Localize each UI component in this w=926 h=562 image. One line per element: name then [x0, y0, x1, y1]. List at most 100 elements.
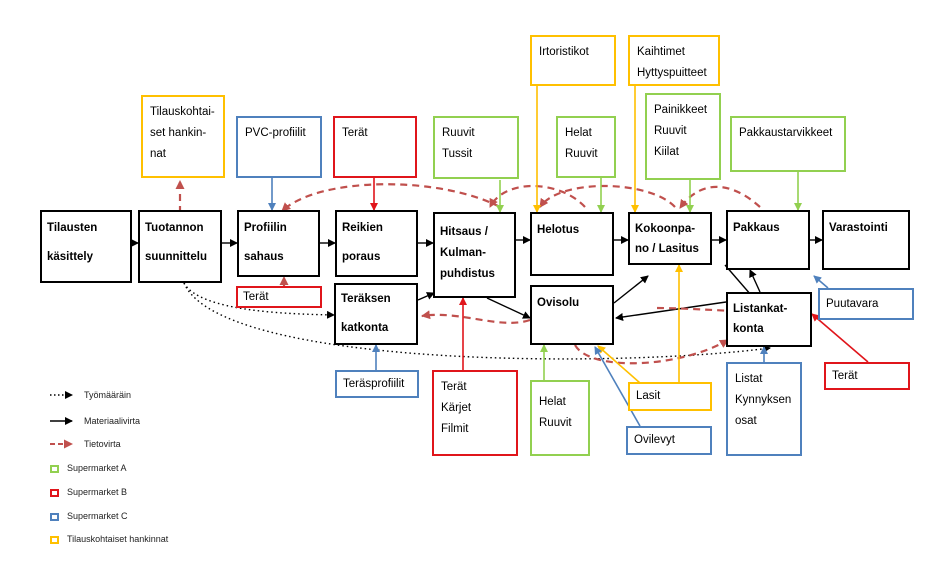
red-square-icon — [50, 489, 59, 497]
text-line: Terät — [832, 370, 858, 382]
dotted-arrow-icon — [48, 389, 74, 401]
text-line: Hyttyspuitteet — [637, 67, 707, 79]
text-line: nat — [150, 148, 166, 160]
process-pakkaus: Pakkaus — [726, 210, 810, 270]
solid-arrow-icon — [48, 415, 74, 427]
process-teraksen-katkonta: Teräksen katkonta — [334, 283, 418, 345]
legend-item-tilauskohtaiset: Tilauskohtaiset hankinnat — [48, 531, 168, 547]
text-line: Irtoristikot — [539, 46, 589, 58]
supply-terat-mid: Terät — [236, 286, 322, 308]
process-listankatkonta: Listankat- konta — [726, 292, 812, 347]
text-line: Terät — [441, 381, 467, 393]
green-square-icon — [50, 465, 59, 473]
legend-label: Materiaalivirta — [84, 416, 141, 426]
text-line: Teräksen — [341, 293, 391, 305]
text-line: Listat — [735, 373, 763, 385]
text-line: Ruuvit — [565, 148, 598, 160]
text-line: Ovisolu — [537, 297, 580, 309]
text-line: käsittely — [47, 251, 94, 263]
legend-label: Supermarket B — [67, 487, 128, 497]
process-varastointi: Varastointi — [822, 210, 910, 270]
legend-item-supermarket-a: Supermarket A — [48, 460, 127, 476]
supply-pvc-profiilit: PVC-profiilit — [236, 116, 322, 178]
supply-terat-top: Terät — [333, 116, 417, 178]
text-line: konta — [733, 323, 764, 335]
text-line: Lasit — [636, 390, 661, 402]
text-line: Pakkaustarvikkeet — [739, 127, 833, 139]
legend-label: Supermarket A — [67, 463, 127, 473]
legend-symbols — [50, 391, 73, 449]
text-line: Kulman- — [440, 247, 486, 259]
supply-painikkeet: Painikkeet Ruuvit Kiilat — [645, 93, 721, 180]
process-kokoonpano-lasitus: Kokoonpa- no / Lasitus — [628, 212, 712, 265]
text-line: Tuotannon — [145, 222, 204, 234]
supply-ovilevyt: Ovilevyt — [626, 426, 712, 455]
blue-square-icon — [50, 513, 59, 521]
text-line: katkonta — [341, 322, 389, 334]
text-line: Ovilevyt — [634, 434, 675, 446]
text-line: Kynnyksen — [735, 394, 792, 406]
yellow-square-icon — [50, 536, 59, 544]
legend-label: Tietovirta — [84, 439, 121, 449]
text-line: Listankat- — [733, 303, 788, 315]
text-line: Helat — [539, 396, 566, 408]
dashed-arrow-icon — [48, 438, 74, 450]
supply-tilauskohtaiset: Tilauskohtai- set hankin- nat — [141, 95, 225, 178]
text-line: Tilausten — [47, 222, 98, 234]
text-line: Filmit — [441, 423, 469, 435]
text-line: puhdistus — [440, 268, 495, 280]
process-reikien-poraus: Reikien poraus — [335, 210, 418, 277]
text-line: Helotus — [537, 224, 580, 236]
legend-item-tietovirta: Tietovirta — [48, 436, 121, 452]
info-flow-arrows — [175, 180, 761, 365]
supply-terasprofiilit: Teräsprofiilit — [335, 370, 419, 398]
text-line: Ruuvit — [654, 125, 687, 137]
process-hitsaus-kulmanpuhdistus: Hitsaus / Kulman- puhdistus — [433, 212, 516, 298]
text-line: osat — [735, 415, 757, 427]
legend-item-tyomaarain: Työmääräin — [48, 387, 131, 403]
text-line: Pakkaus — [733, 222, 780, 234]
text-line: Ruuvit — [442, 127, 475, 139]
text-line: Teräsprofiilit — [343, 378, 405, 390]
text-line: PVC-profiilit — [245, 127, 306, 139]
process-profiilin-sahaus: Profiilin sahaus — [237, 210, 320, 277]
supply-helat-ruuvit-top: Helat Ruuvit — [556, 116, 616, 178]
process-ovisolu: Ovisolu — [530, 285, 614, 345]
text-line: Painikkeet — [654, 104, 708, 116]
text-line: Helat — [565, 127, 592, 139]
text-line: set hankin- — [150, 127, 207, 139]
supply-puutavara: Puutavara — [818, 288, 914, 320]
text-line: Terät — [342, 127, 368, 139]
text-line: Puutavara — [826, 298, 879, 310]
supply-helat-ruuvit-bottom: Helat Ruuvit — [530, 380, 590, 456]
legend-item-supermarket-b: Supermarket B — [48, 484, 127, 500]
text-line: Profiilin — [244, 222, 287, 234]
supply-terat-karjet-filmit: Terät Kärjet Filmit — [432, 370, 518, 456]
text-line: Tussit — [442, 148, 473, 160]
process-tilausten-kasittely: Tilausten käsittely — [40, 210, 132, 283]
text-line: Kokoonpa- — [635, 223, 696, 235]
legend-label: Supermarket C — [67, 511, 128, 521]
supply-listat-kynnyksen: Listat Kynnyksen osat — [726, 362, 802, 456]
process-helotus: Helotus — [530, 212, 614, 276]
text-line: sahaus — [244, 251, 284, 263]
text-line: Kärjet — [441, 402, 472, 414]
text-line: Kaihtimet — [637, 46, 685, 58]
supply-terat-right: Terät — [824, 362, 910, 390]
text-line: Reikien — [342, 222, 383, 234]
legend-label: Työmääräin — [84, 390, 132, 400]
text-line: Kiilat — [654, 146, 679, 158]
text-line: no / Lasitus — [635, 243, 699, 255]
process-tuotannon-suunnittelu: Tuotannon suunnittelu — [138, 210, 222, 283]
legend-label: Tilauskohtaiset hankinnat — [67, 534, 169, 544]
supply-kaihtimet: Kaihtimet Hyttyspuitteet — [628, 35, 720, 86]
text-line: poraus — [342, 251, 381, 263]
legend-item-materiaalivirta: Materiaalivirta — [48, 413, 140, 429]
supply-pakkaustarvikkeet: Pakkaustarvikkeet — [730, 116, 846, 172]
supply-arrows — [268, 86, 869, 427]
supply-ruuvit-tussit: Ruuvit Tussit — [433, 116, 519, 179]
text-line: Terät — [243, 291, 269, 303]
text-line: Ruuvit — [539, 417, 572, 429]
text-line: Varastointi — [829, 222, 888, 234]
